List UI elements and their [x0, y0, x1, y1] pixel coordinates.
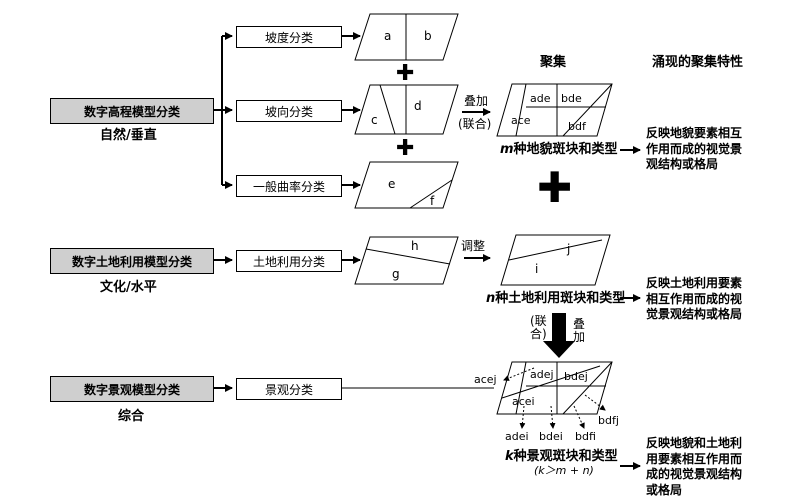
region-adej: adej: [530, 368, 554, 381]
k-symbol: k: [505, 449, 514, 464]
landscape-class-label: 景观分类: [264, 382, 313, 397]
landuse-patch-text: 种土地利用斑块和类型: [495, 291, 626, 306]
terrain-emergent-text: 反映地貌要素相互 作用而成的视觉景 观结构或格局: [646, 126, 742, 173]
terrain-patch-caption: m种地貌斑块和类型: [500, 142, 618, 158]
overlay-vertical-label: 叠 加: [572, 317, 585, 345]
n-symbol: n: [486, 291, 496, 306]
region-d: d: [414, 99, 422, 113]
plus-icon: ✚: [537, 163, 573, 212]
landscape-emergent-line: 用要素相互作用而: [646, 451, 743, 466]
landuse-emergent-text: 反映土地利用要素 相互作用而成的视 觉景观结构或格局: [646, 276, 742, 323]
union-label: (联合): [458, 117, 492, 131]
curvature-class-box: 一般曲率分类: [236, 175, 342, 197]
terrain-model-subtitle: 自然/垂直: [100, 128, 157, 143]
terrain-model-label: 数字高程模型分类: [83, 104, 180, 119]
m-symbol: m: [500, 142, 514, 157]
landscape-emergent-line: 反映地貌和土地利: [646, 436, 743, 450]
combo-bdfi: bdfi: [575, 430, 596, 443]
terrain-model-box: 数字高程模型分类: [50, 98, 214, 124]
region-e: e: [388, 177, 396, 191]
landscape-class-box: 景观分类: [236, 378, 342, 400]
landuse-class-label: 土地利用分类: [252, 254, 325, 269]
emergent-header: 涌现的聚集特性: [652, 55, 744, 70]
terrain-patch-text: 种地貌斑块和类型: [513, 142, 618, 157]
region-ade: ade: [530, 92, 551, 105]
curvature-class-label: 一般曲率分类: [252, 179, 325, 194]
region-c: c: [371, 113, 378, 127]
region-ace: ace: [511, 114, 531, 127]
landuse-model-subtitle: 文化/水平: [100, 280, 157, 295]
region-b: b: [424, 29, 432, 43]
combo-bdei: bdei: [539, 430, 563, 443]
landscape-emergent-text: 反映地貌和土地利 用要素相互作用而 成的视觉景观结构 或格局: [646, 436, 742, 498]
plus-icon: ✚: [396, 136, 415, 161]
adjust-label: 调整: [461, 239, 486, 253]
aspect-class-box: 坡向分类: [236, 100, 342, 122]
region-i: i: [535, 262, 539, 276]
region-g: g: [392, 267, 400, 281]
region-bde: bde: [561, 92, 582, 105]
region-h: h: [411, 239, 419, 253]
landuse-class-box: 土地利用分类: [236, 250, 342, 272]
overlay-label: 叠加: [464, 94, 489, 108]
terrain-emergent-line: 作用而成的视觉景: [646, 141, 743, 156]
aspect-class-label: 坡向分类: [264, 104, 313, 119]
union-vertical-label: (联 合): [530, 314, 547, 342]
terrain-emergent-line: 观结构或格局: [646, 157, 719, 172]
region-a: a: [384, 29, 392, 43]
combo-adei: adei: [505, 430, 529, 443]
aggregate-header: 聚集: [540, 55, 567, 70]
region-bdej: bdej: [564, 370, 588, 383]
slope-class-label: 坡度分类: [264, 30, 313, 45]
landscape-patch-caption: k种景观斑块和类型: [505, 449, 618, 465]
landscape-model-label: 数字景观模型分类: [83, 382, 180, 397]
plus-icon: ✚: [396, 61, 415, 86]
landscape-model-box: 数字景观模型分类: [50, 376, 214, 402]
landuse-emergent-line: 觉景观结构或格局: [646, 307, 743, 322]
landuse-model-label: 数字土地利用模型分类: [71, 254, 192, 269]
landscape-emergent-line: 或格局: [646, 482, 683, 497]
combo-bdfj: bdfj: [598, 414, 619, 427]
combo-acej: acej: [474, 373, 497, 386]
region-acei: acei: [512, 395, 535, 408]
landuse-emergent-line: 相互作用而成的视: [646, 291, 743, 306]
terrain-emergent-line: 反映地貌要素相互: [646, 126, 743, 140]
region-bdf: bdf: [568, 120, 586, 133]
landscape-patch-text: 种景观斑块和类型: [513, 449, 618, 464]
landscape-model-subtitle: 综合: [118, 409, 145, 424]
landuse-emergent-line: 反映土地利用要素: [646, 276, 743, 290]
landuse-patch-caption: n种土地利用斑块和类型: [486, 291, 626, 307]
landuse-model-box: 数字土地利用模型分类: [50, 248, 214, 274]
slope-class-box: 坡度分类: [236, 26, 342, 48]
region-f: f: [430, 194, 435, 208]
landscape-formula: (k＞m + n): [534, 464, 594, 477]
region-j: j: [567, 242, 571, 256]
landscape-emergent-line: 成的视觉景观结构: [646, 467, 743, 482]
